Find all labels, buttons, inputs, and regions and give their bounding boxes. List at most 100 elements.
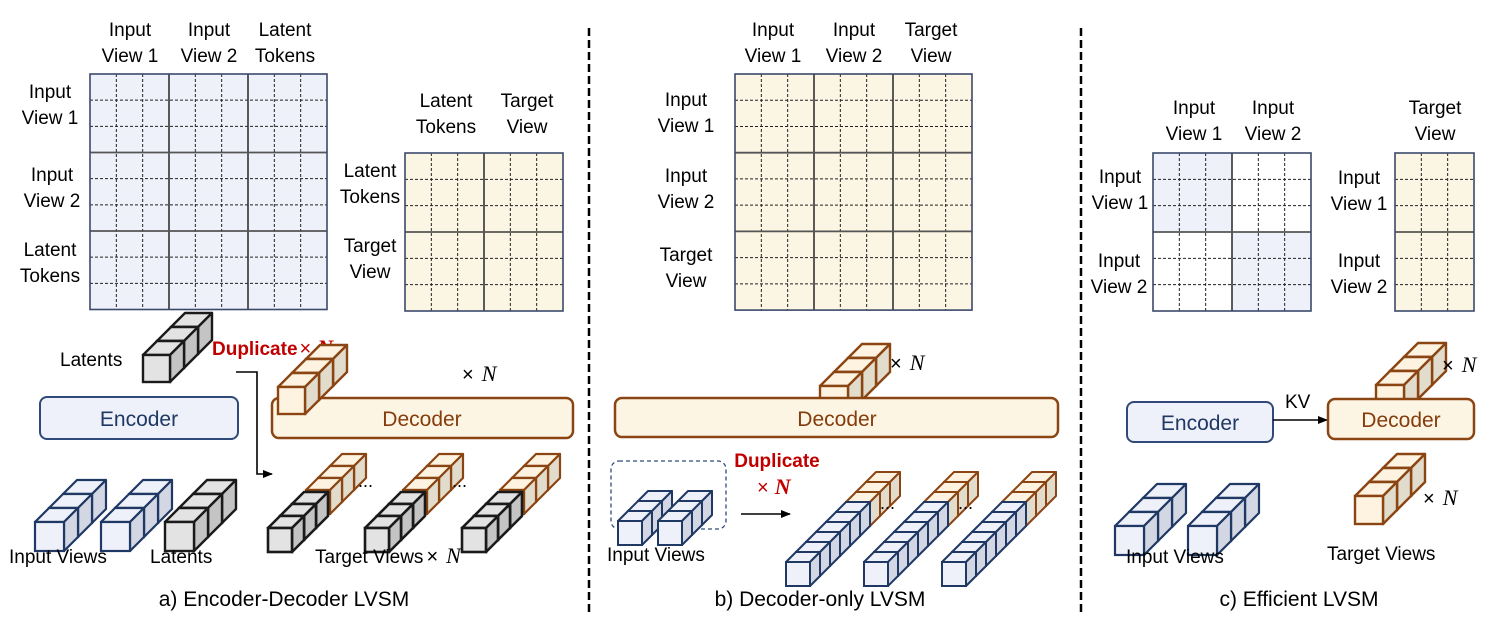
input-token-cube-icon [1113, 510, 1160, 557]
target-view-composite-stack-icon [460, 452, 562, 554]
encoder-label: Encoder [1161, 412, 1239, 435]
ellipsis: ... [452, 471, 467, 491]
matrix-col-header: Target [1409, 98, 1463, 119]
attention-block [893, 152, 972, 232]
duplicate-times-n: ×N [757, 474, 792, 499]
attention-block [248, 152, 327, 231]
panel-c-caption: c) Efficient LVSM [1219, 588, 1378, 611]
attention-block [90, 152, 169, 231]
target-view-composite-stack-icon [363, 452, 465, 554]
duplicate-label: Duplicate [734, 451, 820, 472]
attention-block [248, 74, 327, 153]
attention-block [735, 231, 814, 311]
attention-block [248, 231, 327, 310]
matrix-col-header: View 2 [181, 46, 238, 67]
input-view-stack-icon [657, 490, 713, 546]
ellipsis: ... [958, 493, 973, 513]
attention-block [169, 231, 248, 310]
latent-token-stack-icon [141, 311, 214, 384]
target-views-label: Target Views×N [315, 543, 462, 568]
attention-block [893, 74, 972, 153]
encoder-block [1126, 401, 1274, 443]
matrix-row-header: View 1 [22, 108, 79, 129]
attention-block [814, 152, 893, 232]
matrix-col-header: Latent [259, 20, 313, 41]
matrix-row-header: Input [31, 165, 74, 186]
matrix-col-header: Input [188, 20, 231, 41]
matrix-row-header: Input [1338, 251, 1381, 272]
attention-block [1153, 153, 1232, 232]
matrix-col-header: View 2 [826, 46, 883, 67]
input-token-cube-icon [941, 551, 977, 587]
matrix-row-header: View 1 [658, 116, 715, 137]
latent-token-cube-icon [163, 506, 210, 553]
input-token-cube-icon [785, 551, 821, 587]
latent-stack-icon [163, 478, 238, 553]
matrix-col-header: Target [905, 20, 959, 41]
matrix-row-header: View 2 [24, 191, 81, 212]
matrix-col-header: Input [109, 20, 152, 41]
attention-block [893, 231, 972, 311]
matrix-col-header: View [911, 46, 952, 67]
encoder-block [39, 396, 239, 440]
matrix-border [1152, 152, 1312, 312]
latent-token-cube-icon [266, 514, 306, 554]
input-token-cube-icon [33, 506, 80, 553]
panel-c: Input View 1 Input View 2 Input View 1 I… [1091, 98, 1478, 611]
decoder-block [1326, 397, 1476, 441]
times-n-label: ×N [462, 361, 498, 386]
matrix-border [89, 73, 328, 311]
latent-token-cube-icon [363, 514, 403, 554]
matrix-border [404, 152, 564, 312]
matrix-row-header: View 1 [1092, 193, 1149, 214]
latent-token-stack-icon [363, 490, 427, 554]
encoder-label: Encoder [100, 408, 178, 431]
input-token-stack-icon [863, 501, 949, 587]
matrix-row-header: View [350, 262, 391, 283]
matrix-row-header: Latent [24, 240, 78, 261]
matrix-col-header: Latent [420, 91, 474, 112]
target-token-stack-icon [276, 343, 349, 416]
matrix-row-header: Latent [344, 161, 398, 182]
matrix-row-header: Input [665, 90, 708, 111]
matrix-col-header: View 2 [1245, 124, 1302, 145]
target-token-stack-icon [1353, 452, 1427, 526]
matrix-row-header: Tokens [340, 187, 400, 208]
target-views-label: Target Views [1327, 544, 1435, 565]
attention-block [1395, 232, 1474, 311]
attention-block [1395, 153, 1474, 232]
matrix-row-header: Input [1098, 251, 1141, 272]
matrix-col-header: View 1 [745, 46, 802, 67]
encoder-attention-matrix [1152, 152, 1312, 312]
matrix-col-header: Tokens [416, 117, 476, 138]
latent-token-cube-icon [141, 339, 186, 384]
attention-block [1153, 232, 1232, 311]
latent-token-stack-icon [460, 490, 524, 554]
attention-block [1232, 153, 1311, 232]
target-token-stack-icon [1353, 452, 1427, 526]
matrix-row-header: View 2 [1331, 277, 1388, 298]
input-token-stack-icon [941, 501, 1027, 587]
panel-b: Input View 1 Input View 2 Target View In… [607, 20, 1060, 611]
input-token-cube-icon [863, 551, 899, 587]
matrix-col-header: Target [501, 91, 555, 112]
target-token-cube-icon [1353, 480, 1399, 526]
times-n-label: ×N [1423, 485, 1459, 510]
decoder-block [613, 396, 1060, 439]
attention-block [814, 231, 893, 311]
duplicated-view-stack-icon [785, 471, 901, 587]
matrix-row-header: Input [1338, 168, 1381, 189]
attention-block [1232, 232, 1311, 311]
matrix-row-header: Input [665, 166, 708, 187]
input-token-cube-icon [99, 506, 146, 553]
target-token-stack-icon [276, 343, 349, 416]
attention-block [90, 231, 169, 310]
matrix-col-header: Input [1252, 98, 1295, 119]
matrix-col-header: Tokens [255, 46, 315, 67]
decoder-block [270, 396, 575, 440]
input-token-stack-icon [785, 501, 871, 587]
matrix-border [734, 73, 973, 311]
target-token-cube-icon [276, 371, 321, 416]
input-token-cube-icon [617, 510, 653, 546]
duplicated-view-stack-icon [941, 471, 1057, 587]
